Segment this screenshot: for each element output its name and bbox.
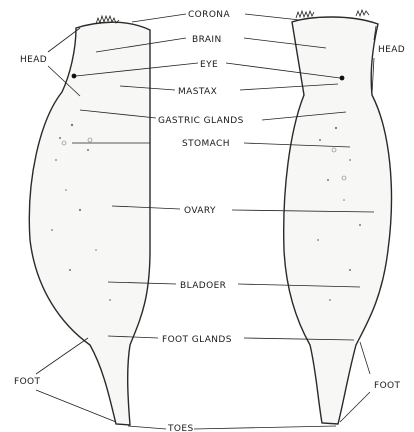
label-eye: EYE [200, 60, 218, 70]
label-foot-right: FOOT [374, 381, 401, 391]
right-specimen [284, 10, 392, 424]
right-eye-spot [340, 76, 345, 81]
label-bladder: BLADOER [180, 281, 226, 291]
label-head-right: HEAD [378, 45, 405, 55]
label-toes: TOES [167, 424, 194, 432]
label-foot-left: FOOT [14, 377, 41, 387]
left-body-outline [29, 22, 150, 425]
label-head-left: HEAD [20, 55, 47, 65]
label-ovary: OVARY [184, 206, 216, 216]
label-gastric-glands: GASTRIC GLANDS [158, 116, 244, 126]
label-brain: BRAIN [192, 35, 222, 45]
label-stomach: STOMACH [182, 139, 230, 149]
label-mastax: MASTAX [178, 87, 217, 97]
label-corona: CORONA [188, 10, 230, 20]
label-foot-glands: FOOT GLANDS [162, 335, 232, 345]
left-eye-spot [72, 74, 77, 79]
left-specimen [29, 16, 150, 425]
